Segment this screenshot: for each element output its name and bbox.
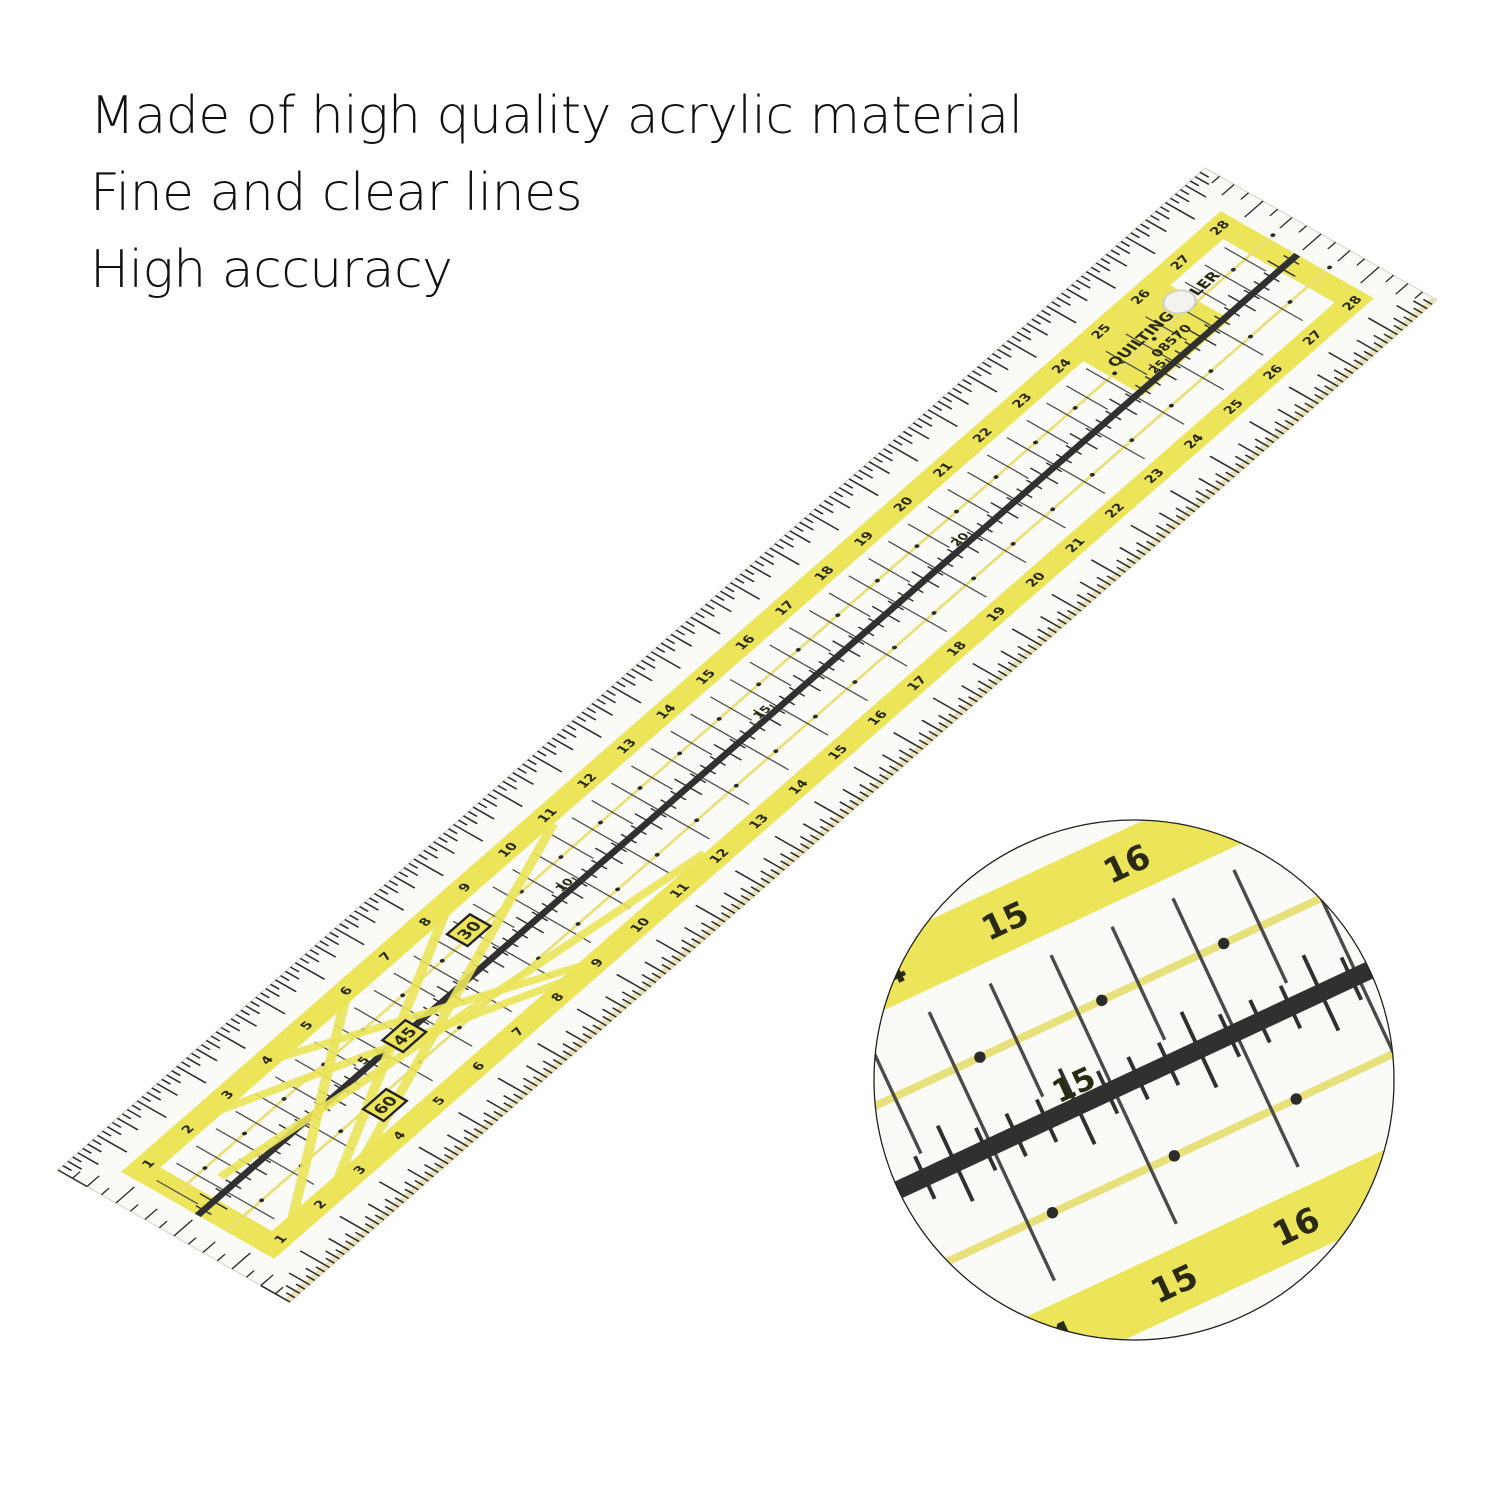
svg-text:8: 8 [122, 1301, 160, 1346]
svg-text:17: 17 [1219, 780, 1278, 835]
svg-text:13: 13 [732, 1007, 791, 1062]
feature-list: Made of high quality acrylic material Fi… [90, 78, 1023, 309]
feature-material: Made of high quality acrylic material [90, 86, 1023, 146]
svg-text:18: 18 [1341, 723, 1400, 778]
quilting-ruler: 1234567891011121314151617181920212223242… [57, 167, 1438, 1303]
feature-lines: Fine and clear lines [90, 163, 583, 223]
svg-text:12: 12 [779, 1427, 838, 1482]
feature-accuracy: High accuracy [90, 240, 453, 300]
svg-text:11: 11 [488, 1121, 547, 1176]
svg-text:17: 17 [1388, 1142, 1447, 1197]
svg-text:7: 7 [0, 1358, 38, 1403]
svg-text:13: 13 [901, 1370, 960, 1425]
svg-text:10: 10 [437, 1344, 492, 1395]
svg-text:19: 19 [1463, 666, 1500, 721]
svg-text:12: 12 [610, 1064, 669, 1119]
svg-text:11: 11 [657, 1484, 716, 1500]
